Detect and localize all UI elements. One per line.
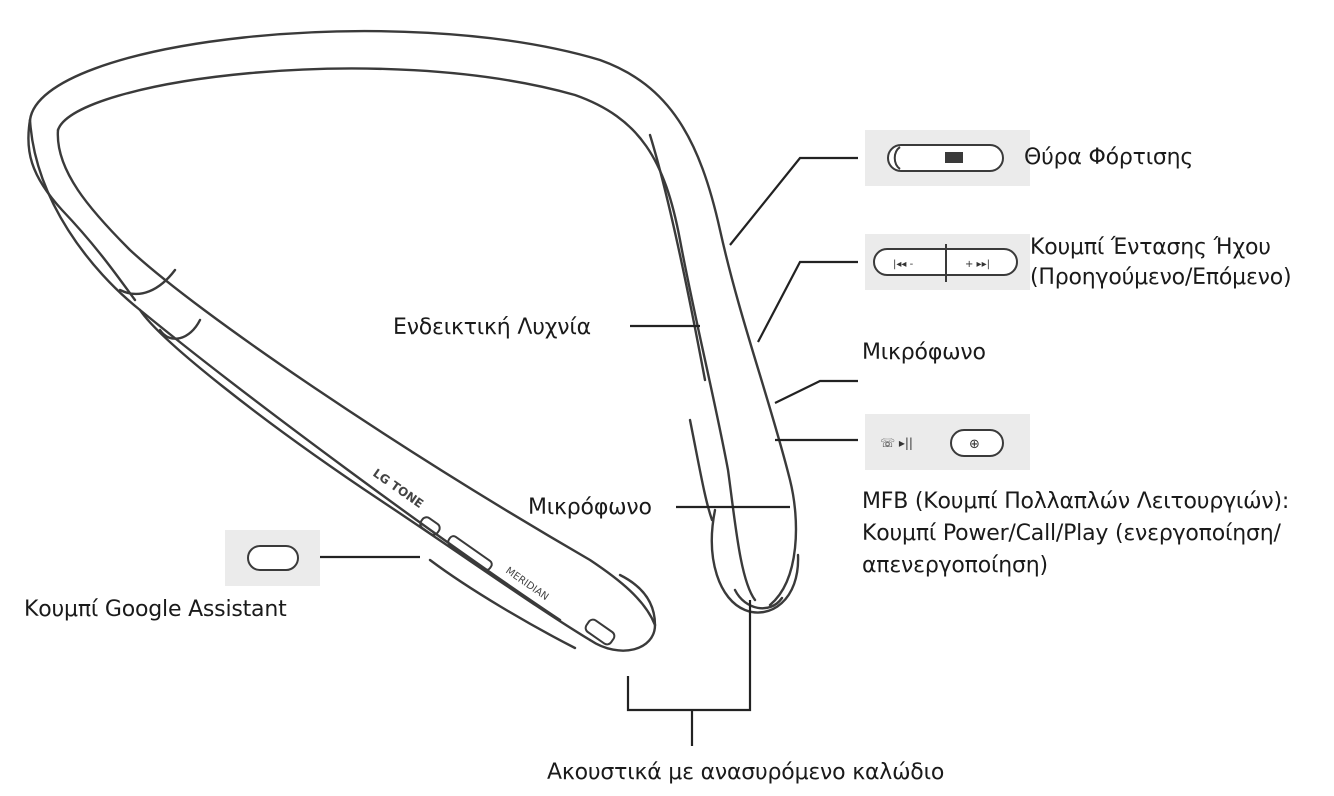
label-mfb-line-3: απενεργοποίηση) <box>862 553 1048 578</box>
neckband-segment-line-2 <box>158 318 202 340</box>
label-mfb-button: MFB (Κουμπί Πολλαπλών Λειτουργιών): Κουμ… <box>862 486 1289 582</box>
callout-charging <box>729 156 858 246</box>
mic-button-symbol: ⊕ <box>969 437 980 452</box>
callout-earbuds <box>626 600 752 712</box>
left-band-buttons <box>419 516 616 646</box>
volume-button-panel: |◂◂ - + ▸▸| <box>865 234 1030 290</box>
strap-brand-text: LG TONE <box>370 466 426 511</box>
label-microphone-bottom: Μικρόφωνο <box>528 495 652 520</box>
volume-prev-text: |◂◂ - <box>893 259 914 270</box>
label-mfb-line-2: Κουμπί Power/Call/Play (ενεργοποίηση/ <box>862 521 1281 546</box>
label-google-assistant: Κουμπί Google Assistant <box>24 597 287 622</box>
mfb-symbols-text: ☏ ▸|| <box>880 436 913 450</box>
earbud-right-housing <box>733 588 784 610</box>
left-band-slider <box>447 535 493 571</box>
label-charging-port: Θύρα Φόρτισης <box>1024 145 1194 170</box>
neckband-right-lower <box>688 418 714 522</box>
label-volume-line-1: Κουμπί Έντασης Ήχου <box>1030 235 1271 260</box>
neckband-left-inner <box>56 128 657 627</box>
label-indicator-light: Ενδεικτική Λυχνία <box>393 315 591 340</box>
label-volume-line-2: (Προηγούμενο/Επόμενο) <box>1030 265 1292 290</box>
callout-lines <box>320 156 858 746</box>
neckband-left-underside <box>428 558 577 650</box>
usb-port-icon <box>945 152 963 163</box>
volume-next-text: + ▸▸| <box>965 259 990 270</box>
label-microphone-top: Μικρόφωνο <box>862 340 986 365</box>
neckband-segment-line-1 <box>118 268 177 296</box>
mfb-button-panel: ☏ ▸|| ⊕ <box>865 414 1030 470</box>
charging-port-panel <box>865 130 1030 186</box>
google-assistant-button-on-band <box>419 516 441 536</box>
label-mfb-line-1: MFB (Κουμπί Πολλαπλών Λειτουργιών): <box>862 489 1290 514</box>
neckband-body <box>27 29 800 652</box>
neckband-left-tip <box>588 573 657 652</box>
callout-mic-top <box>774 379 858 404</box>
label-volume-button: Κουμπί Έντασης Ήχου (Προηγούμενο/Επόμενο… <box>1030 233 1292 293</box>
neckband-right-tip <box>710 508 800 614</box>
left-earbud-port <box>584 618 616 646</box>
neckband-outer-edge <box>28 29 798 607</box>
google-assistant-panel <box>225 530 320 586</box>
neckband-top-surface <box>27 118 137 302</box>
label-earbuds: Ακουστικά με ανασυρόμενο καλώδιο <box>547 760 945 785</box>
neckband-left-bottom <box>138 308 592 642</box>
neckband-right-seam <box>648 133 707 382</box>
callout-volume <box>757 260 858 343</box>
